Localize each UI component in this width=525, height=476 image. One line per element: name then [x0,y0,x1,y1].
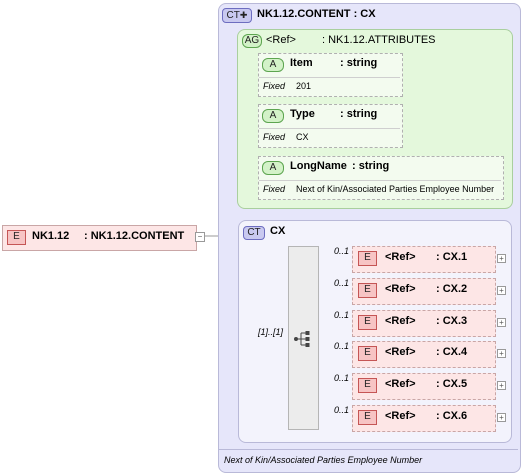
fixed-value: 201 [296,81,312,91]
child-element-type: : CX.1 [436,251,468,263]
child-element-ref: <Ref> [385,410,416,422]
sequence-compositor[interactable] [288,246,319,430]
collapse-minus-icon[interactable]: − [195,232,205,242]
root-element-box[interactable] [2,225,197,251]
element-badge: E [358,251,377,266]
child-element-type: : CX.5 [436,378,468,390]
expand-plus-icon[interactable]: + [497,413,506,422]
fixed-value: CX [296,132,309,142]
attribute-type: : string [352,160,390,172]
attribute-longname-box[interactable] [258,156,504,200]
child-occurrence: 0..1 [334,310,350,320]
attribute-group-ref: <Ref> [266,34,296,46]
element-badge: E [358,315,377,330]
child-occurrence: 0..1 [334,278,350,288]
attribute-badge: A [262,58,284,72]
child-occurrence: 0..1 [334,341,350,351]
attribute-type: : string [340,108,378,120]
child-occurrence: 0..1 [334,405,350,415]
cx-type-name: CX [270,225,286,237]
fixed-label: Fixed [263,81,286,91]
element-badge: E [358,378,377,393]
element-badge: E [358,410,377,425]
expand-plus-icon[interactable]: + [497,286,506,295]
child-element-type: : CX.3 [436,315,468,327]
attribute-divider [259,180,501,181]
root-element-name: NK1.12 [32,230,70,242]
sequence-icon [294,331,310,347]
attribute-divider [259,128,400,129]
child-element-ref: <Ref> [385,251,416,263]
child-element-cx1[interactable] [352,246,496,273]
footer-divider [219,449,518,450]
element-badge: E [358,346,377,361]
attribute-name: Item [290,57,313,69]
expand-plus-icon[interactable]: + [497,318,506,327]
expand-plus-icon[interactable]: + [497,381,506,390]
attribute-type: : string [340,57,378,69]
element-badge: E [7,230,26,245]
complex-type-badge: CT [243,226,265,240]
element-badge: E [358,283,377,298]
child-element-ref: <Ref> [385,346,416,358]
fixed-label: Fixed [263,184,286,194]
attribute-group-type: : NK1.12.ATTRIBUTES [322,34,436,46]
documentation-note: Next of Kin/Associated Parties Employee … [224,455,423,465]
child-occurrence: 0..1 [334,246,350,256]
fixed-label: Fixed [263,132,286,142]
child-element-type: : CX.6 [436,410,468,422]
child-element-ref: <Ref> [385,378,416,390]
child-occurrence: 0..1 [334,373,350,383]
attribute-badge: A [262,161,284,175]
content-type-title: NK1.12.CONTENT : CX [257,8,376,20]
attribute-badge: A [262,109,284,123]
root-element-type: : NK1.12.CONTENT [84,230,185,242]
attribute-name: Type [290,108,315,120]
child-element-type: : CX.4 [436,346,468,358]
sequence-occurrence: [1]..[1] [258,327,284,337]
attribute-divider [259,77,400,78]
attribute-name: LongName [290,160,347,172]
complex-type-badge: CT✚ [222,8,252,23]
expand-plus-icon[interactable]: + [497,349,506,358]
fixed-value: Next of Kin/Associated Parties Employee … [296,184,495,194]
child-element-ref: <Ref> [385,283,416,295]
expand-plus-icon[interactable]: + [497,254,506,263]
attribute-group-badge: AG [242,34,262,48]
child-element-type: : CX.2 [436,283,468,295]
child-element-ref: <Ref> [385,315,416,327]
